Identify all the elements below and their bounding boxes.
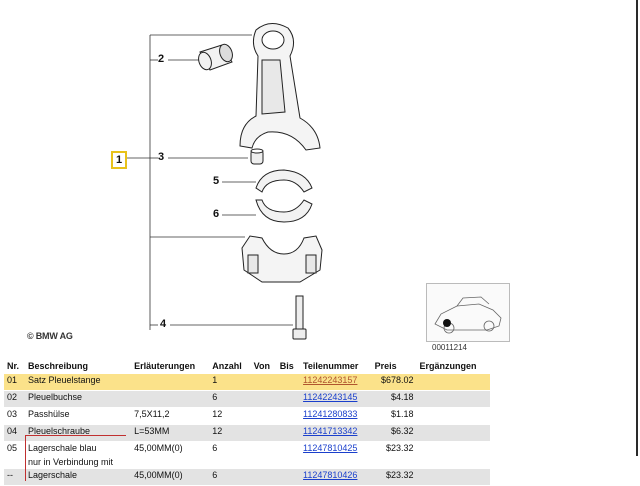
callout-5[interactable]: 5 xyxy=(213,175,220,187)
table-row[interactable]: 03 Passhülse 7,5X11,2 12 11241280833 $1.… xyxy=(4,407,490,425)
cell-bis xyxy=(276,374,301,391)
part-number-link[interactable]: 11241713342 xyxy=(303,426,358,436)
callout-2[interactable]: 2 xyxy=(158,53,165,65)
callout-3[interactable]: 3 xyxy=(158,151,165,163)
col-teilenummer: Teilenummer xyxy=(303,360,359,371)
cell-von xyxy=(250,390,277,408)
cell-nr: 01 xyxy=(4,374,25,391)
col-preis: Preis xyxy=(374,360,397,371)
cell-note: 45,00MM(0) xyxy=(131,468,210,486)
cell-note: 45,00MM(0) xyxy=(131,441,210,469)
cell-extra xyxy=(416,441,490,469)
table-row[interactable]: 05 Lagerschale blau nur in Verbindung mi… xyxy=(4,441,490,469)
col-beschreibung: Beschreibung xyxy=(28,360,89,371)
cell-extra xyxy=(416,407,490,425)
callout-4[interactable]: 4 xyxy=(160,318,167,330)
cell-extra xyxy=(416,390,490,408)
group-bracket xyxy=(25,435,126,481)
copyright-label: © BMW AG xyxy=(27,331,73,341)
exploded-parts-diagram: 1 2 3 4 5 6 © BMW AG 00011214 xyxy=(27,23,510,352)
part-number-link[interactable]: 11242243145 xyxy=(303,392,358,402)
connecting-rod-illustration xyxy=(125,23,323,340)
cell-von xyxy=(250,468,277,486)
col-erlaeuterungen: Erläuterungen xyxy=(134,360,196,371)
part-number-link[interactable]: 11242243157 xyxy=(303,375,358,385)
cell-note xyxy=(131,374,210,391)
vehicle-thumbnail[interactable] xyxy=(426,283,510,342)
cell-price: $23.32 xyxy=(371,468,417,486)
cell-desc: Pleuelschraube xyxy=(25,424,132,442)
col-anzahl: Anzahl xyxy=(212,360,242,371)
parts-table: Nr. Beschreibung Erläuterungen Anzahl Vo… xyxy=(4,357,490,486)
col-von: Von xyxy=(253,360,271,371)
cell-nr: 02 xyxy=(4,390,25,408)
cell-von xyxy=(250,374,277,391)
cell-extra xyxy=(416,374,490,391)
cell-note xyxy=(131,390,210,408)
cell-nr: -- xyxy=(4,468,25,486)
table-row[interactable]: 02 Pleuelbuchse 6 11242243145 $4.18 xyxy=(4,390,490,408)
cell-von xyxy=(250,424,277,442)
cell-desc: Pleuelbuchse xyxy=(25,390,132,408)
table-row-selected[interactable]: 01 Satz Pleuelstange 1 11242243157 $678.… xyxy=(4,374,490,391)
cell-price: $678.02 xyxy=(371,374,417,391)
cell-qty: 12 xyxy=(209,407,251,425)
callout-6[interactable]: 6 xyxy=(213,208,220,220)
cell-desc-line1: Lagerschale blau xyxy=(28,443,97,453)
col-bis: Bis xyxy=(279,360,294,371)
part-number-link[interactable]: 11247810426 xyxy=(303,470,358,480)
cell-bis xyxy=(276,390,301,408)
cell-qty: 6 xyxy=(209,441,251,469)
col-ergaenzungen: Ergänzungen xyxy=(419,360,477,371)
cell-nr: 04 xyxy=(4,424,25,442)
cell-extra xyxy=(416,468,490,486)
cell-qty: 12 xyxy=(209,424,251,442)
cell-von xyxy=(250,407,277,425)
cell-qty: 6 xyxy=(209,390,251,408)
cell-desc: Passhülse xyxy=(25,407,132,425)
parts-catalog-page: 1 2 3 4 5 6 © BMW AG 00011214 Nr. Beschr… xyxy=(4,23,510,486)
cell-desc-line2: nur in Verbindung mit xyxy=(28,457,114,467)
cell-price: $23.32 xyxy=(371,441,417,469)
col-nr: Nr. xyxy=(7,360,20,371)
cell-bis xyxy=(276,468,301,486)
car-icon xyxy=(434,296,502,334)
window-edge xyxy=(636,0,638,456)
cell-qty: 6 xyxy=(209,468,251,486)
callout-1-highlight[interactable]: 1 xyxy=(111,151,127,169)
cell-note: L=53MM xyxy=(131,424,210,442)
table-row[interactable]: 04 Pleuelschraube L=53MM 12 11241713342 … xyxy=(4,424,490,442)
cell-bis xyxy=(276,441,301,469)
cell-price: $1.18 xyxy=(371,407,417,425)
cell-nr: 03 xyxy=(4,407,25,425)
cell-bis xyxy=(276,407,301,425)
table-header-row: Nr. Beschreibung Erläuterungen Anzahl Vo… xyxy=(4,357,490,374)
cell-price: $4.18 xyxy=(371,390,417,408)
cell-note: 7,5X11,2 xyxy=(131,407,210,425)
part-number-link[interactable]: 11241280833 xyxy=(303,409,358,419)
cell-desc: Satz Pleuelstange xyxy=(25,374,132,391)
cell-extra xyxy=(416,424,490,442)
cell-nr: 05 xyxy=(4,441,25,469)
part-number-link[interactable]: 11247810425 xyxy=(303,443,358,453)
thumbnail-code: 00011214 xyxy=(432,343,467,352)
cell-qty: 1 xyxy=(209,374,251,391)
cell-price: $6.32 xyxy=(371,424,417,442)
cell-bis xyxy=(276,424,301,442)
cell-von xyxy=(250,441,277,469)
cell-desc: Lagerschale blau nur in Verbindung mit xyxy=(25,441,132,469)
